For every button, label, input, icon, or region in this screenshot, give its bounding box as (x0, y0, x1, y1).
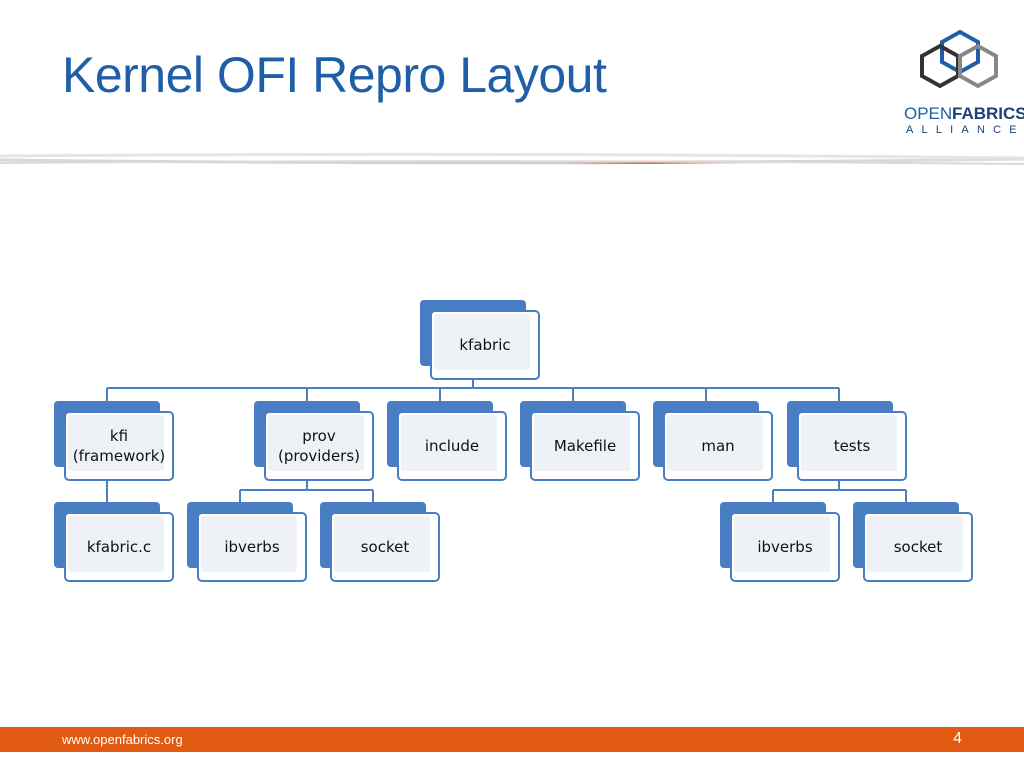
logo-word-open: OPEN (904, 104, 953, 123)
hexagon-logo-icon (920, 29, 998, 89)
slide-title: Kernel OFI Repro Layout (62, 47, 607, 103)
node-label: socket (360, 538, 410, 556)
footer-strip (0, 752, 1024, 768)
node-tests: tests (787, 401, 907, 481)
node-label: socket (893, 538, 943, 556)
node-include: include (387, 401, 507, 481)
node-man: man (653, 401, 773, 481)
node-kfabric: kfabric (420, 300, 540, 380)
node-label: tests (833, 437, 871, 455)
node-label: include (424, 437, 480, 455)
node-label: Makefile (553, 437, 617, 455)
header-rule (0, 152, 1024, 165)
footer-bar: www.openfabrics.org 4 (0, 727, 1024, 752)
node-label: prov (providers) (277, 427, 361, 465)
node-label: man (701, 437, 735, 455)
node-kfi: kfi (framework) (54, 401, 174, 481)
openfabrics-logo: OPEN FABRICS ALLIANCE (898, 28, 1024, 140)
node-makefile: Makefile (520, 401, 640, 481)
logo-word-alliance: ALLIANCE (906, 124, 1024, 136)
page-number: 4 (953, 730, 962, 747)
node-label: kfabric (459, 336, 511, 354)
node-prov: prov (providers) (254, 401, 374, 481)
node-label: ibverbs (757, 538, 813, 556)
node-label: ibverbs (224, 538, 280, 556)
node-prov-socket: socket (320, 502, 440, 582)
node-prov-ibverbs: ibverbs (187, 502, 307, 582)
node-label: kfabric.c (86, 538, 152, 556)
node-label: kfi (framework) (72, 427, 166, 465)
node-kfabric-c: kfabric.c (54, 502, 174, 582)
logo-word-fabrics: FABRICS (952, 104, 1024, 123)
node-tests-ibverbs: ibverbs (720, 502, 840, 582)
footer-url: www.openfabrics.org (62, 732, 183, 747)
node-tests-socket: socket (853, 502, 973, 582)
